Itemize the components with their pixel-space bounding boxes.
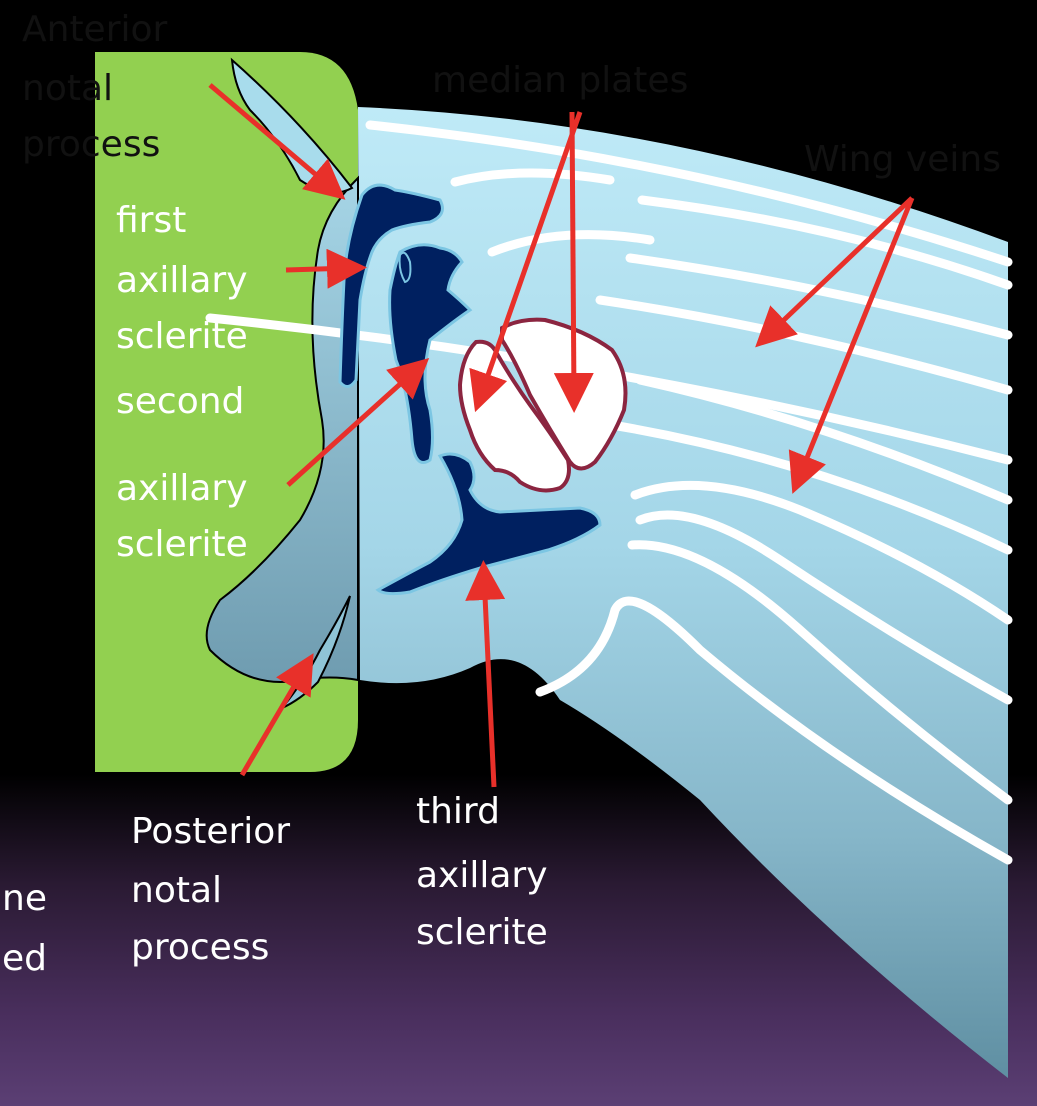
cut-off-text: ne ed	[2, 878, 58, 979]
arrow-first-axillary-sclerite	[286, 268, 352, 270]
label-third-axillary-sclerite: third axillary sclerite	[416, 791, 559, 953]
label-posterior-notal-process: Posterior notal process	[131, 811, 302, 968]
label-second-axillary-sclerite: second axillary sclerite	[116, 381, 259, 565]
label-wing-veins: Wing veins	[804, 139, 1001, 180]
label-median-plates: median plates	[432, 60, 688, 101]
arrow-median-plate-right	[572, 112, 574, 398]
